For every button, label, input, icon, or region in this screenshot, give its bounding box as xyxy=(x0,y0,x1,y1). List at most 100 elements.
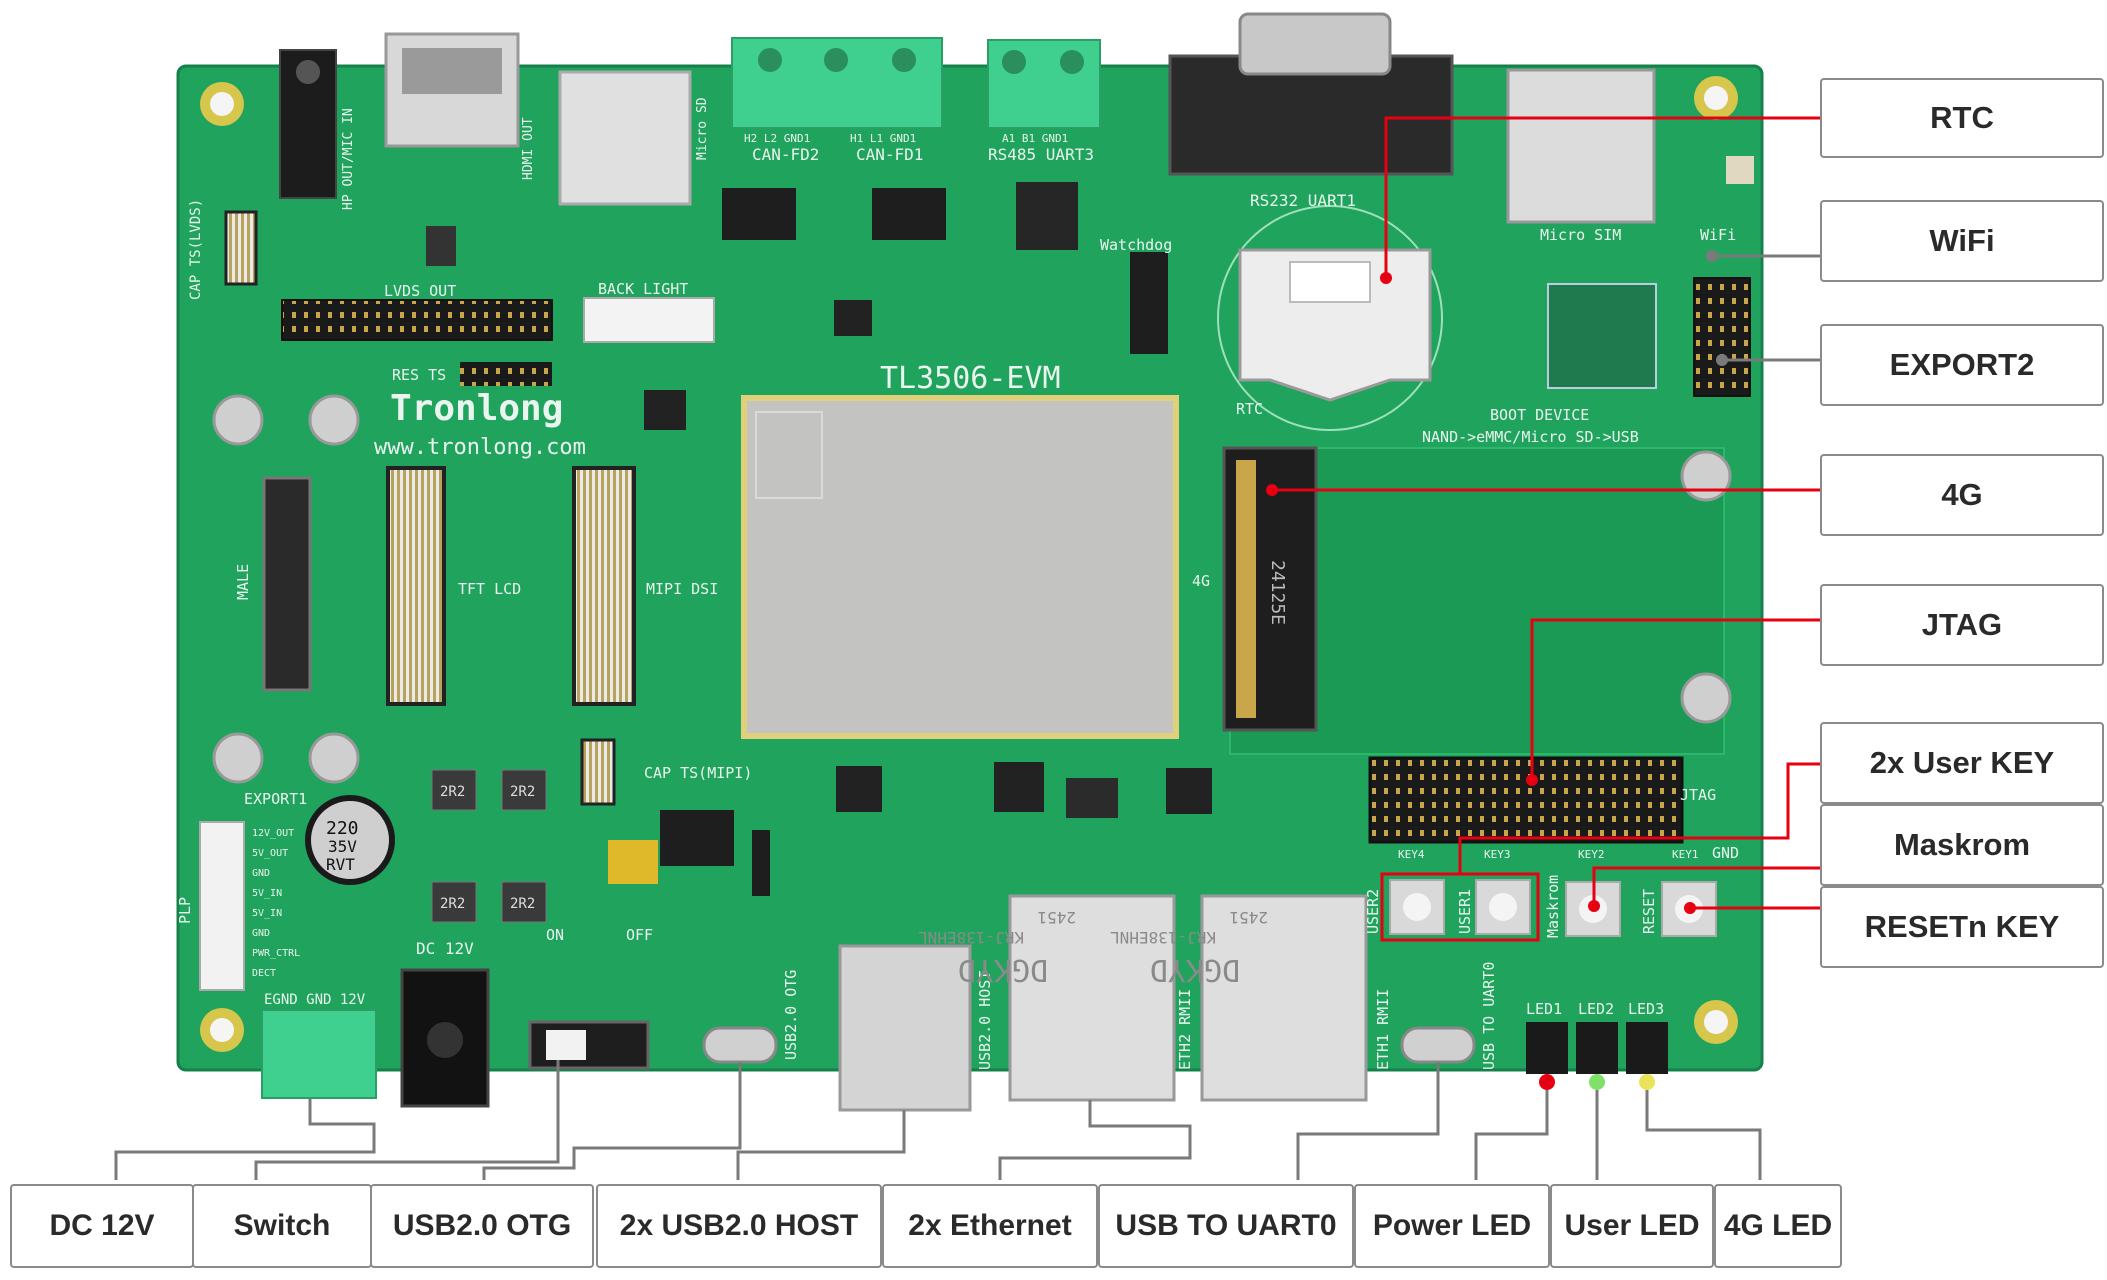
leader-switch xyxy=(254,1060,560,1180)
leader-dc12v xyxy=(114,1098,376,1180)
silk-eth1-rmii: ETH1 RMII xyxy=(1374,989,1392,1070)
cap-ts-lvds-fpc xyxy=(224,210,258,286)
silk-key2: KEY2 xyxy=(1578,848,1605,861)
standoff xyxy=(212,394,264,446)
silk-key-user2: USER2 xyxy=(1364,889,1382,934)
rtc-battery-clip xyxy=(1289,261,1371,303)
plp-connector xyxy=(199,821,245,991)
silk-on: ON xyxy=(546,926,564,944)
silk-usb-host: USB2.0 HOST xyxy=(976,971,994,1070)
silk-cap-ts-lvds: CAP TS(LVDS) xyxy=(188,199,204,300)
callout-switch: Switch xyxy=(192,1184,372,1268)
silk-key1: KEY1 xyxy=(1672,848,1699,861)
silk-microsim: Micro SIM xyxy=(1540,226,1621,244)
callout-resetn: RESETn KEY xyxy=(1820,886,2104,968)
right-leader-lines xyxy=(1266,116,1820,914)
usb-otg-typec xyxy=(702,1026,778,1064)
callout-rtc: RTC xyxy=(1820,78,2104,158)
wifi-module xyxy=(1547,283,1657,389)
callout-4g: 4G xyxy=(1820,454,2104,536)
silk-inductor-4: 2R2 xyxy=(510,896,535,912)
silk-plp-pin-5: 5V_IN xyxy=(252,908,282,919)
leader-4g-dot xyxy=(1266,484,1278,496)
usb-host-port xyxy=(838,944,972,1112)
silk-led2: LED2 xyxy=(1578,1000,1614,1018)
power-terminal xyxy=(261,1009,377,1099)
microsim-slot xyxy=(1506,68,1656,224)
silk-plp-pin-6: GND xyxy=(252,928,270,939)
silk-cap-series: RVT xyxy=(326,855,355,874)
callout-usb-host: 2x USB2.0 HOST xyxy=(596,1184,882,1268)
silk-dc12v: DC 12V xyxy=(416,939,474,958)
leader-wifi-dot xyxy=(1706,250,1718,262)
silk-hp: HP OUT/MIC IN xyxy=(341,108,356,210)
leader-jtag-dot xyxy=(1526,774,1538,786)
silk-microsd: Micro SD xyxy=(695,97,710,160)
leader-power-led xyxy=(1474,1090,1549,1180)
leader-usb-otg xyxy=(482,1062,742,1180)
power-led xyxy=(1539,1074,1555,1090)
silk-m2-chip: 24125E xyxy=(1267,560,1288,625)
terminal-screws xyxy=(758,48,1084,74)
m2-4g-pins xyxy=(1236,460,1256,718)
silk-boot-device: BOOT DEVICE xyxy=(1490,406,1589,424)
silk-hdmi: HDMI OUT xyxy=(521,117,536,180)
silk-rj45-part-1: KRJ-138EHNL xyxy=(1110,928,1216,947)
silk-mipi-dsi: MIPI DSI xyxy=(646,580,718,598)
microsd-slot xyxy=(558,70,692,206)
callout-jtag: JTAG xyxy=(1820,584,2104,666)
silk-rj45-brand-2: DGKYD xyxy=(958,952,1048,987)
export2-header xyxy=(1693,277,1751,397)
silk-gnd: GND xyxy=(1712,844,1739,862)
rj45-eth2 xyxy=(1008,894,1176,1102)
callout-dc12v: DC 12V xyxy=(10,1184,194,1268)
silk-plp-pin-2: 5V_OUT xyxy=(252,848,288,859)
standoff xyxy=(308,732,360,784)
callout-4g-led: 4G LED xyxy=(1714,1184,1842,1268)
led-housings xyxy=(1526,1022,1668,1090)
rj45-eth1 xyxy=(1200,894,1368,1102)
power-switch-slider xyxy=(546,1030,586,1060)
electrolytic-capacitor xyxy=(305,795,395,885)
silk-res-ts: RES TS xyxy=(392,366,446,384)
silk-rj45-brand-1: DGKYD xyxy=(1150,952,1240,987)
silk-rs485-pins: A1 B1 GND1 xyxy=(1002,132,1068,145)
mounting-hole-inner xyxy=(210,1018,234,1042)
callout-user-led: User LED xyxy=(1550,1184,1714,1268)
som-module xyxy=(741,395,1179,739)
leader-rtc-dot xyxy=(1380,272,1392,284)
mounting-hole-inner xyxy=(210,92,234,116)
callout-usb-otg: USB2.0 OTG xyxy=(370,1184,594,1268)
tft-lcd-fpc xyxy=(386,466,446,706)
silk-male: MALE xyxy=(234,564,252,600)
silk-cap-value: 220 xyxy=(326,818,359,839)
silk-can-fd2: CAN-FD2 xyxy=(752,145,819,164)
som-label-area xyxy=(755,411,823,499)
rs232-connector xyxy=(1168,54,1454,176)
silk-plp-pin-7: PWR_CTRL xyxy=(252,948,300,959)
silk-plp-pin-4: 5V_IN xyxy=(252,888,282,899)
silk-inductor-1: 2R2 xyxy=(440,784,465,800)
male-connector xyxy=(262,476,312,692)
callout-wifi: WiFi xyxy=(1820,200,2104,282)
standoff xyxy=(1680,672,1732,724)
lvds-header xyxy=(281,299,553,341)
cap-ts-mipi-fpc xyxy=(580,738,616,806)
bottom-leader-lines xyxy=(114,1060,1762,1180)
silk-rs232: RS232 UART1 xyxy=(1250,191,1356,210)
rtc-battery-outline xyxy=(1217,205,1443,431)
silk-inductor-2: 2R2 xyxy=(510,784,535,800)
silk-model: TL3506-EVM xyxy=(880,361,1061,396)
leader-jtag xyxy=(1530,618,1820,780)
silk-key-reset: RESET xyxy=(1640,889,1658,934)
hdmi-opening xyxy=(402,48,502,94)
callout-ethernet: 2x Ethernet xyxy=(882,1184,1098,1268)
silk-rtc: RTC xyxy=(1236,400,1263,418)
silk-key3: KEY3 xyxy=(1484,848,1511,861)
silk-can-fd1: CAN-FD1 xyxy=(856,145,923,164)
callout-power-led: Power LED xyxy=(1354,1184,1550,1268)
silk-can-fd2-pins: H2 L2 GND1 xyxy=(744,132,810,145)
silk-plp-pin-8: DECT xyxy=(252,968,276,979)
silk-key-maskrom: Maskrom xyxy=(1544,875,1562,938)
